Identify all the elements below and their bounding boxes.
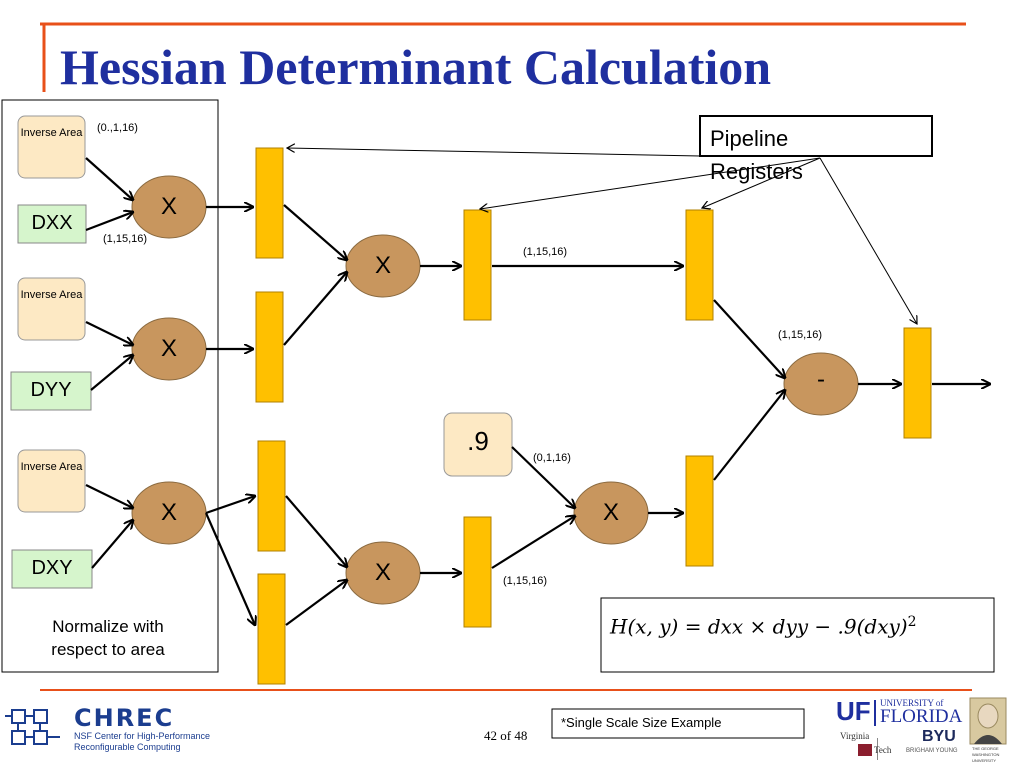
pipeline-label-line-2: Registers — [710, 159, 803, 184]
hessian-formula: H(x, y) = dxx × dyy − .9(dxy)2 — [610, 614, 917, 639]
inverse-area-box-1 — [17, 115, 86, 179]
multiply-op-2-label: X — [160, 335, 177, 362]
multiply-op-1-label: X — [160, 193, 177, 220]
pipeline-label-box — [699, 115, 933, 157]
chrec-logo-text: CHREC — [74, 704, 175, 732]
footnote-box — [551, 708, 805, 739]
pipeline-register-7 — [685, 209, 714, 321]
format-label-a: (0.,1,16) — [97, 122, 138, 134]
page-number: 42 of 48 — [484, 728, 528, 743]
gw-logo-line-3: UNIVERSITY — [972, 758, 997, 763]
gw-portrait-face — [977, 703, 999, 729]
vt-logo-line-2: Tech — [874, 745, 892, 755]
footnote: *Single Scale Size Example — [561, 715, 722, 730]
gw-portrait-coat — [974, 735, 1002, 744]
normalize-panel — [1, 99, 219, 673]
pipeline-label-line-1: Pipeline — [710, 126, 789, 151]
dxy-box — [11, 549, 93, 589]
constant-label: .9 — [467, 426, 489, 456]
vt-logo-mark — [858, 744, 872, 756]
inverse-area-box-3 — [17, 449, 86, 513]
vt-logo-line-1: Virginia — [840, 731, 870, 741]
chrec-logo-mark — [5, 709, 60, 745]
subtract-op-label: - — [817, 366, 825, 393]
pipeline-register-9 — [903, 327, 932, 439]
dxx-box — [17, 204, 87, 244]
chrec-subtitle-1: NSF Center for High-Performance — [74, 731, 211, 741]
uf-logo-abbr: UF — [836, 696, 871, 726]
format-label-d: (1,15,16) — [778, 329, 823, 341]
multiply-op-4-label: X — [374, 252, 391, 279]
format-label-c: (1,15,16) — [523, 246, 568, 258]
formula-exponent: 2 — [907, 614, 917, 630]
dyy-label: DYY — [30, 379, 72, 401]
normalize-note-line-2: respect to area — [51, 640, 165, 659]
dyy-box — [10, 371, 92, 411]
pipeline-register-1 — [255, 147, 284, 259]
multiply-op-3-label: X — [160, 499, 177, 526]
byu-logo: BYU — [922, 728, 956, 745]
pipeline-register-5 — [463, 209, 492, 321]
uf-divider — [874, 700, 876, 726]
format-label-e: (0,1,16) — [533, 452, 571, 464]
multiply-op-5-label: X — [374, 559, 391, 586]
formula-text: H(x, y) = dxx × dyy − .9(dxy) — [610, 614, 908, 639]
inverse-area-box-2 — [17, 277, 86, 341]
normalize-note-line-1: Normalize with — [52, 617, 164, 636]
constant-box — [443, 412, 513, 477]
gw-logo-line-2: WASHINGTON — [972, 752, 1000, 757]
dxx-label: DXX — [31, 212, 73, 234]
gw-logo-line-1: THE GEORGE — [972, 746, 999, 751]
pipeline-register-2 — [255, 291, 284, 403]
multiply-op-6-label: X — [602, 499, 619, 526]
dxy-label: DXY — [31, 557, 73, 579]
byu-logo-full: BRIGHAM YOUNG — [906, 748, 958, 754]
uf-logo-small: UNIVERSITY of — [880, 698, 944, 708]
page-title: Hessian Determinant Calculation — [60, 39, 772, 95]
pipeline-register-4 — [257, 573, 286, 685]
format-label-b: (1,15,16) — [103, 233, 148, 245]
inverse-area-label-1: Inverse Area — [20, 127, 83, 139]
chrec-subtitle-2: Reconfigurable Computing — [74, 742, 181, 752]
logo-divider — [877, 738, 878, 760]
inverse-area-label-3: Inverse Area — [20, 461, 83, 473]
formula-box — [600, 597, 995, 673]
pipeline-register-3 — [257, 440, 286, 552]
pipeline-register-6 — [463, 516, 492, 628]
format-label-f: (1,15,16) — [503, 575, 548, 587]
pipeline-register-8 — [685, 455, 714, 567]
uf-logo-name: FLORIDA — [880, 706, 963, 727]
inverse-area-label-2: Inverse Area — [20, 289, 83, 301]
